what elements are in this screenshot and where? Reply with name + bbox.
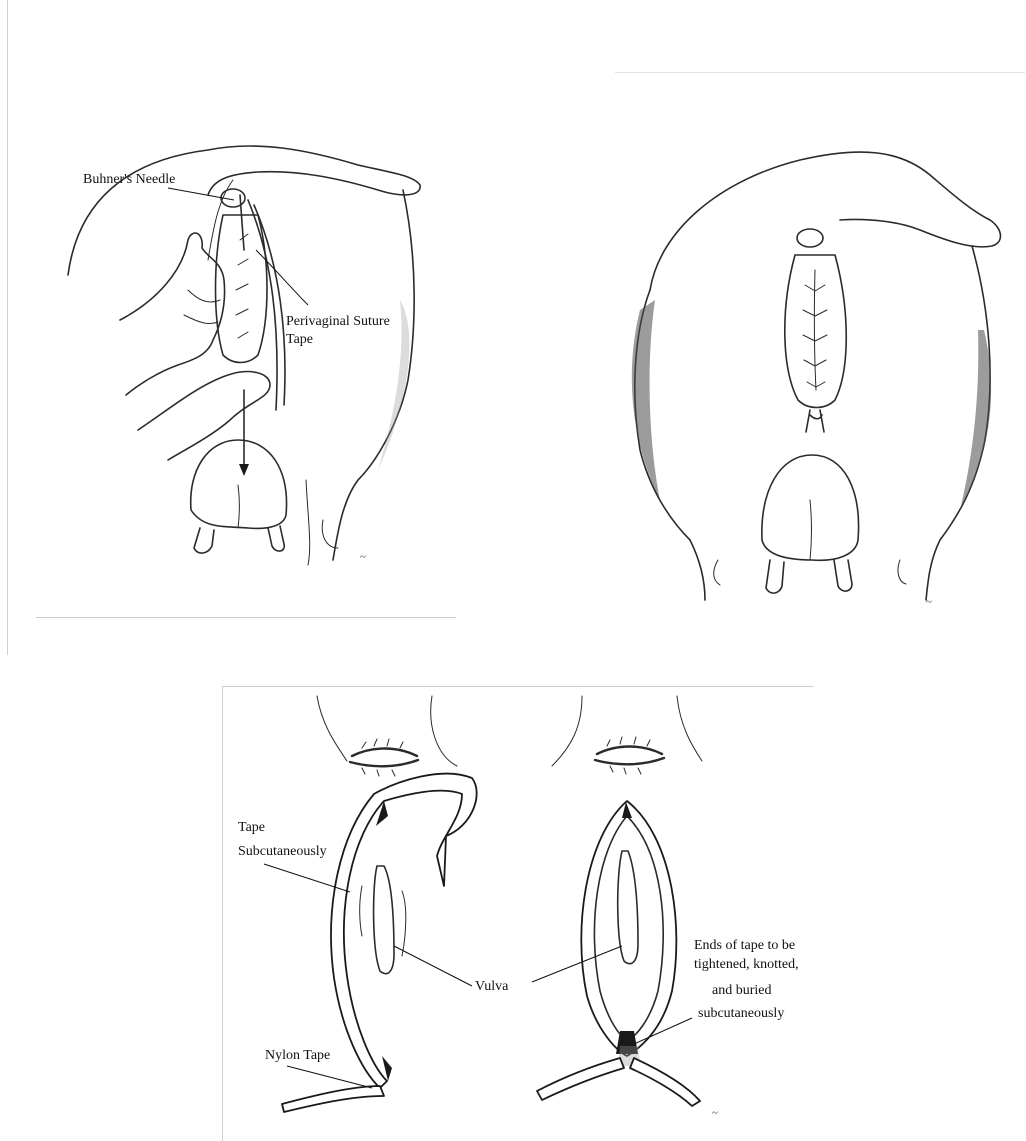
label-tape-subcutaneously-line1: Tape <box>238 819 265 836</box>
label-nylon-tape: Nylon Tape <box>265 1047 330 1064</box>
cow-rear-sketch-right: ~ <box>600 70 1026 655</box>
artist-signature: ~ <box>926 596 932 608</box>
cow-rear-sketch-left: ~ <box>8 0 458 655</box>
label-vulva: Vulva <box>475 978 508 995</box>
label-ends-line4: subcutaneously <box>698 1005 784 1022</box>
artist-signature: ~ <box>712 1107 718 1119</box>
label-perivaginal-suture-line1: Perivaginal Suture <box>286 313 390 330</box>
illustration-needle-insertion: ~ Buhner's Needle Perivaginal Suture Tap… <box>8 0 458 655</box>
label-tape-subcutaneously-line2: Subcutaneously <box>238 843 327 860</box>
label-ends-line1: Ends of tape to be <box>694 937 795 954</box>
label-buhners-needle: Buhner's Needle <box>83 171 175 188</box>
label-perivaginal-suture-line2: Tape <box>286 331 313 348</box>
illustration-closure-complete: ~ <box>600 70 1026 655</box>
tape-schematic-drawing: ~ <box>222 686 814 1141</box>
label-ends-line3: and buried <box>712 982 771 999</box>
artist-signature: ~ <box>360 551 366 563</box>
schematic-tape-placement: ~ Tape Subcutaneously Vulva Nylon Tape E… <box>222 686 814 1141</box>
label-ends-line2: tightened, knotted, <box>694 956 799 973</box>
